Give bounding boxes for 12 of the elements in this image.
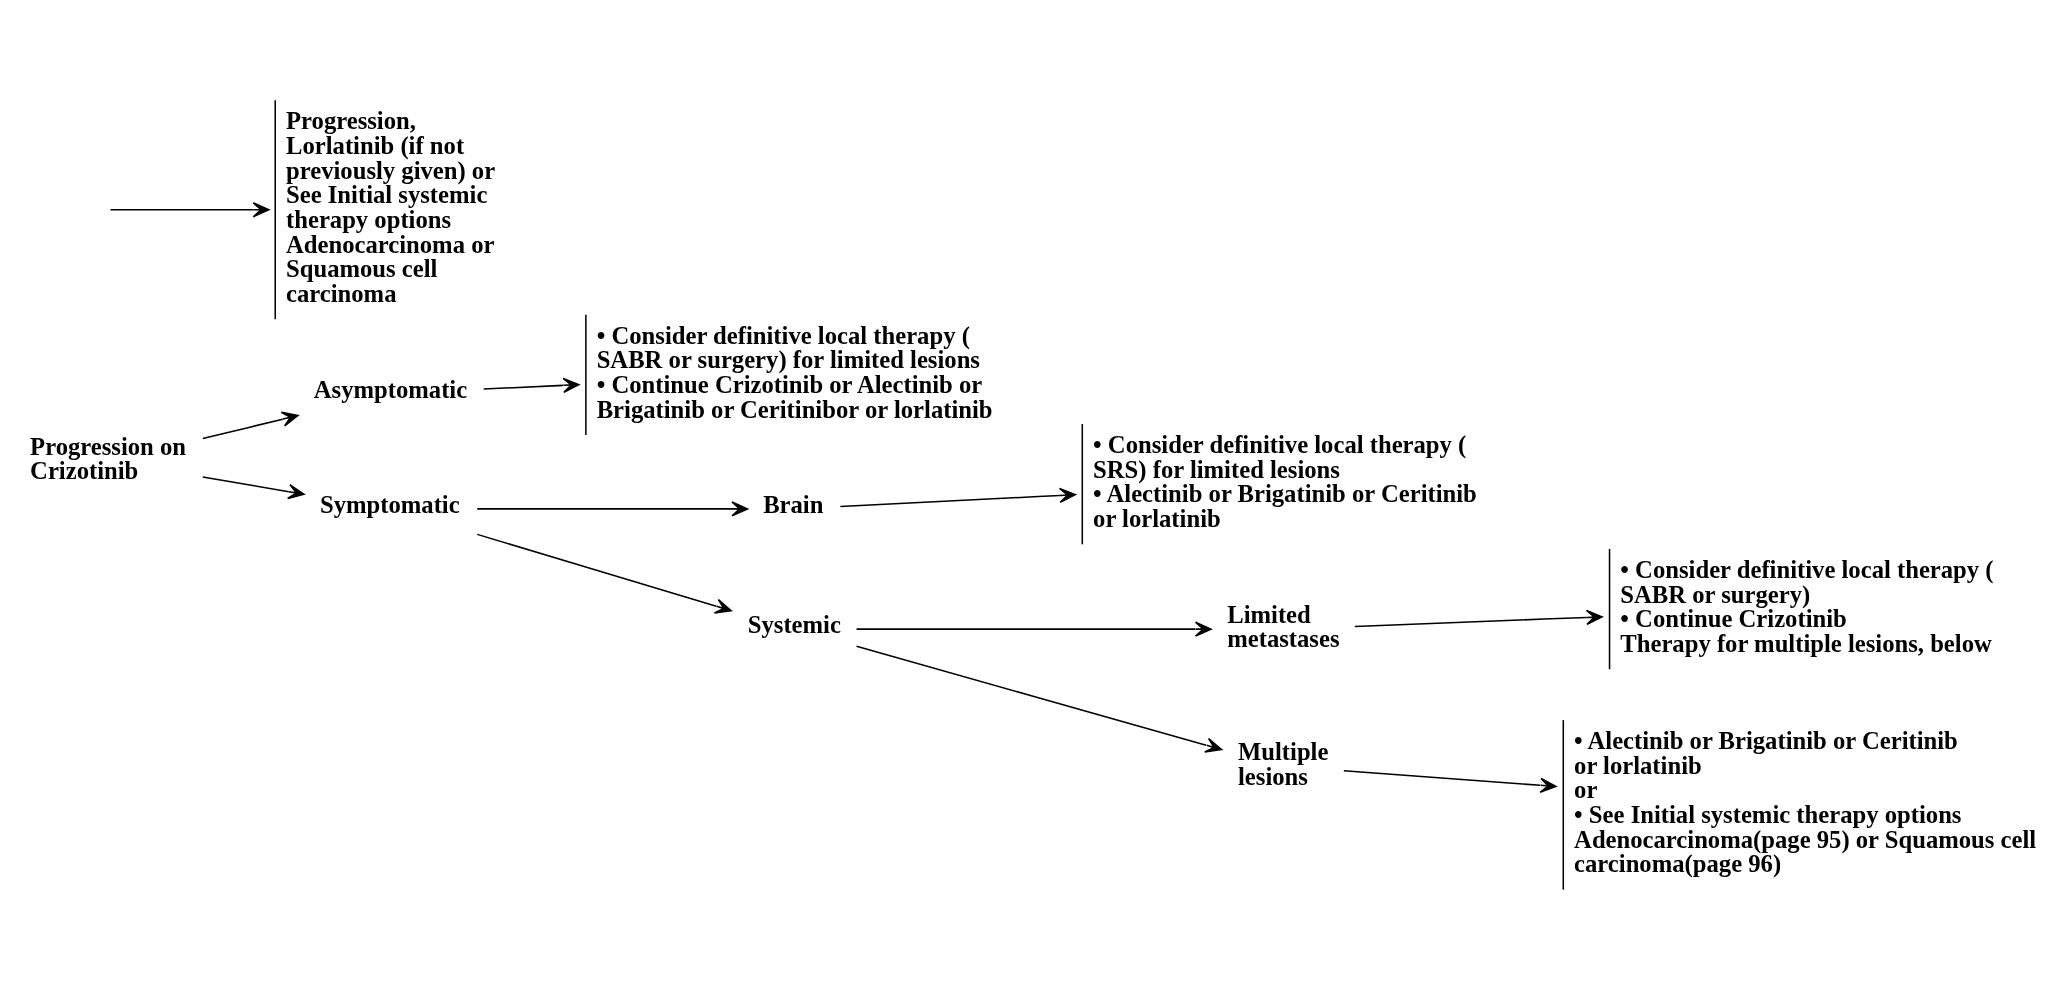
node-text: • Alectinib or Brigatinib or Ceritinib or lorlatinib or • See Initial systemic therapy options Adenocarcinoma(page 95) or Squamous cell carcinoma(page 96) — [1574, 727, 2037, 878]
node-text: Asymptomatic — [313, 375, 468, 403]
node-text: Limited metastases — [1227, 600, 1340, 653]
node-text: • Consider definitive local therapy ( SRS) for limited lesions • Alectinib or Brigatinib or Ceritinib or lorlatinib — [1093, 431, 1477, 533]
node-text: • Consider definitive local therapy ( SABR or surgery) for limited lesions • Continue Crizotinib or Alectinib or Brigatinib or Ceritinibor or lorlatinib — [596, 321, 993, 423]
node-text: • Consider definitive local therapy ( SABR or surgery) • Continue Crizotinib Therapy for multiple lesions, below — [1620, 555, 1994, 657]
node-text: Multiple lesions — [1238, 737, 1329, 790]
node-text: Symptomatic — [319, 491, 460, 519]
node-text: Progression on Crizotinib — [30, 432, 187, 485]
node-text: Systemic — [747, 611, 841, 639]
node-text: Brain — [763, 491, 824, 519]
node-text: Progression, Lorlatinib (if not previously given) or See Initial systemic therapy options Adenocarcinoma or Squamous cell carcinoma — [286, 107, 496, 307]
